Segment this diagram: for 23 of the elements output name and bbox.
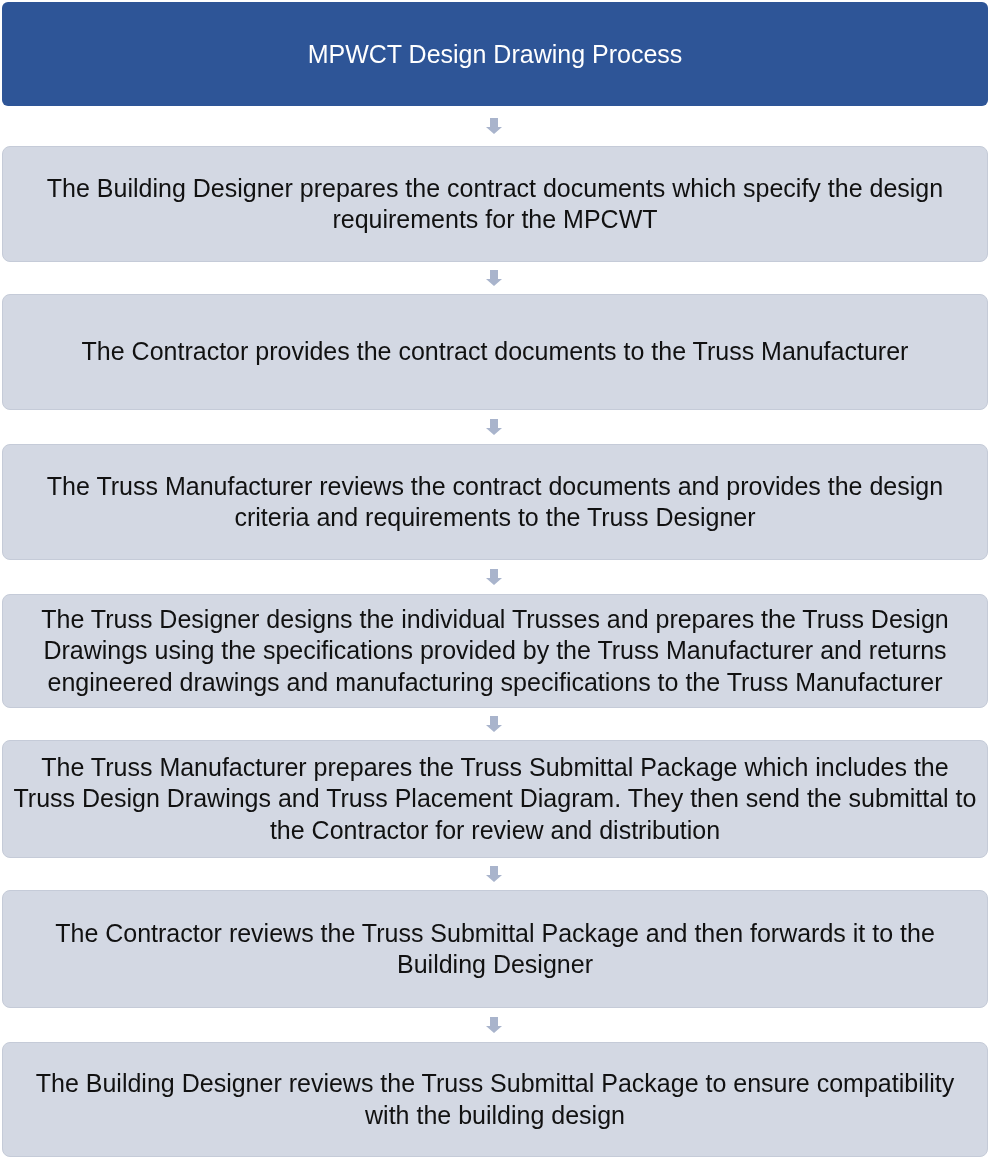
step-text: The Truss Manufacturer prepares the Truss Submittal Package which includes the Truss Design Drawings and Truss Placement Diagram. They then send the submittal to the Contractor for review and distribution: [12, 752, 978, 846]
process-box: [2, 444, 988, 560]
title-banner: [2, 2, 988, 106]
title-text: MPWCT Design Drawing Process: [307, 39, 683, 69]
step-text: The Contractor provides the contract documents to the Truss Manufacturer: [81, 336, 909, 368]
process-box: [2, 594, 988, 708]
down-arrow: [486, 118, 502, 134]
process-box: [2, 890, 988, 1008]
process-box: [2, 1042, 988, 1157]
down-arrow: [486, 866, 502, 882]
process-box: [2, 294, 988, 410]
down-arrow: [486, 1017, 502, 1033]
step-text: The Contractor reviews the Truss Submittal Package and then forwards it to the Building Designer: [54, 917, 936, 980]
down-arrow: [486, 419, 502, 435]
step-text: The Building Designer reviews the Truss Submittal Package to ensure compatibility with the building design: [34, 1068, 956, 1131]
down-arrow: [486, 270, 502, 286]
down-arrow: [486, 569, 502, 585]
process-box: [2, 740, 988, 858]
process-box: [2, 146, 988, 262]
step-text: The Truss Designer designs the individual Trusses and prepares the Truss Design Drawings using the specifications provided by the Truss Manufacturer and returns engineered drawings and manufacturing specifications to the Truss Manufacturer: [40, 604, 950, 698]
step-text: The Building Designer prepares the contract documents which specify the design requirements for the MPCWT: [45, 172, 945, 235]
down-arrow: [486, 716, 502, 732]
step-text: The Truss Manufacturer reviews the contract documents and provides the design criteria and requirements to the Truss Designer: [45, 470, 945, 533]
